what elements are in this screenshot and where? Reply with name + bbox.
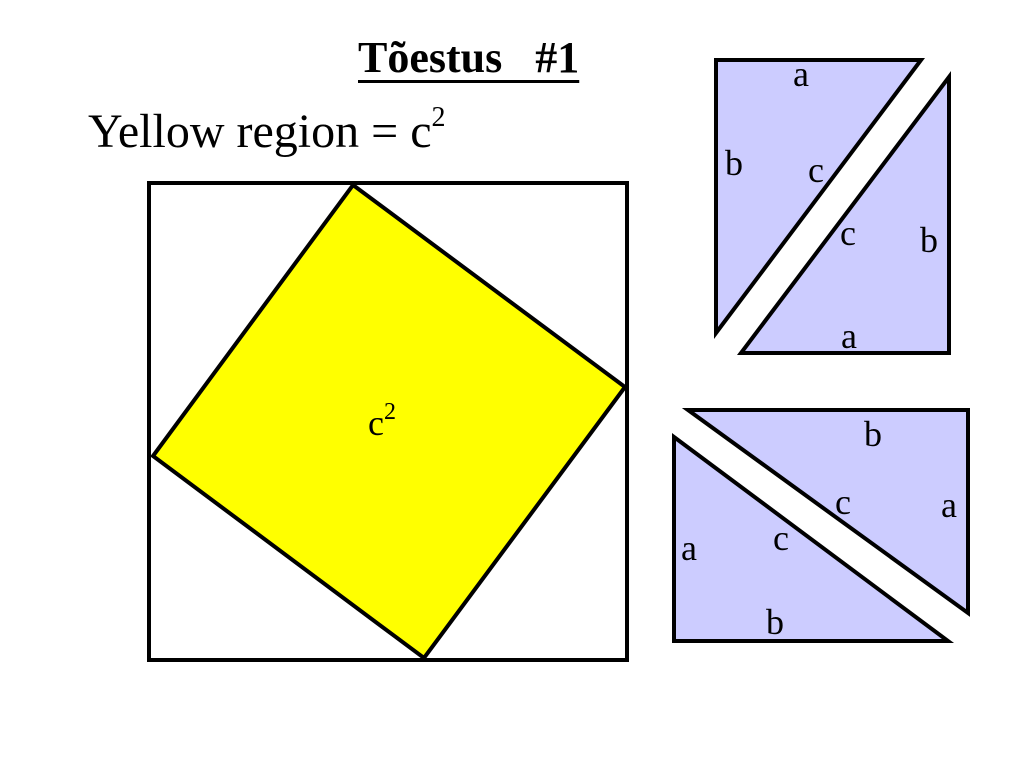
label-top-lower-c: c — [840, 213, 856, 253]
yellow-square-label: c2 — [368, 399, 396, 443]
equation-exponent: 2 — [431, 102, 446, 133]
yellow-square — [150, 182, 628, 661]
label-bottom-lower-b: b — [766, 602, 784, 642]
label-top-upper-c: c — [808, 150, 824, 190]
label-top-lower-b: b — [920, 220, 938, 260]
bottom-upper-triangle — [681, 408, 970, 617]
top-lower-triangle — [736, 71, 951, 355]
yellow-region-equation: Yellow region = c2 — [88, 104, 446, 158]
label-top-upper-b: b — [725, 143, 743, 183]
label-top-upper-a: a — [793, 54, 809, 94]
top-upper-triangle — [714, 58, 926, 339]
label-bottom-upper-a: a — [941, 485, 957, 525]
label-bottom-lower-c: c — [773, 518, 789, 558]
bottom-lower-triangle — [672, 433, 955, 643]
label-top-lower-a: a — [841, 316, 857, 356]
slide-title: Tõestus #1 — [358, 33, 580, 82]
equation-text: Yellow region = c — [88, 105, 432, 158]
label-bottom-upper-b: b — [864, 414, 882, 454]
label-bottom-lower-a: a — [681, 528, 697, 568]
label-bottom-upper-c: c — [835, 482, 851, 522]
